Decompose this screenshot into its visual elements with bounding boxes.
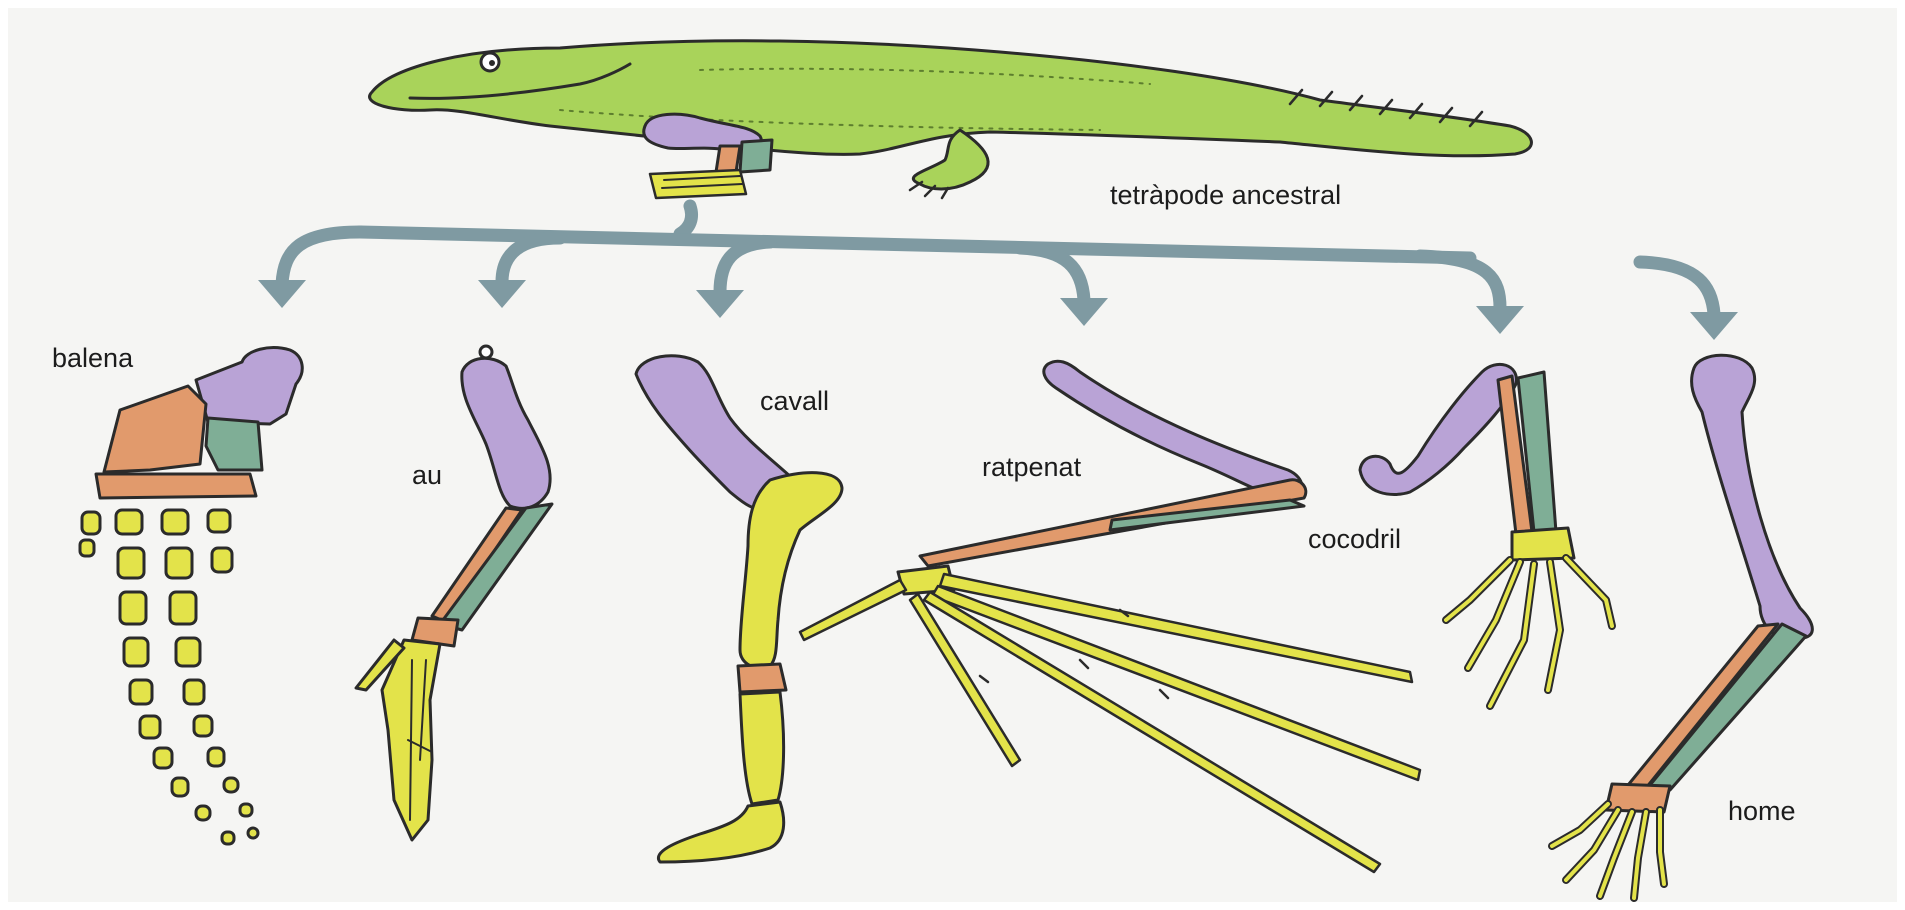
label-bat: ratpenat — [982, 452, 1082, 482]
label-whale: balena — [52, 343, 134, 373]
whale-carpals — [96, 474, 256, 498]
tetrapod-radius — [716, 146, 740, 172]
horse-carpals — [738, 664, 786, 692]
tetrapod-pupil — [489, 60, 495, 66]
label-human: home — [1728, 796, 1796, 826]
label-ancestral-tetrapod: tetràpode ancestral — [1110, 180, 1341, 210]
label-horse: cavall — [760, 386, 829, 416]
label-crocodile: cocodril — [1308, 524, 1401, 554]
tetrapod-ulna — [740, 140, 772, 172]
horse-cannon-bone — [740, 692, 784, 804]
whale-ulna — [206, 418, 262, 470]
bird-humerus-head — [480, 346, 492, 358]
label-bird: au — [412, 460, 442, 490]
